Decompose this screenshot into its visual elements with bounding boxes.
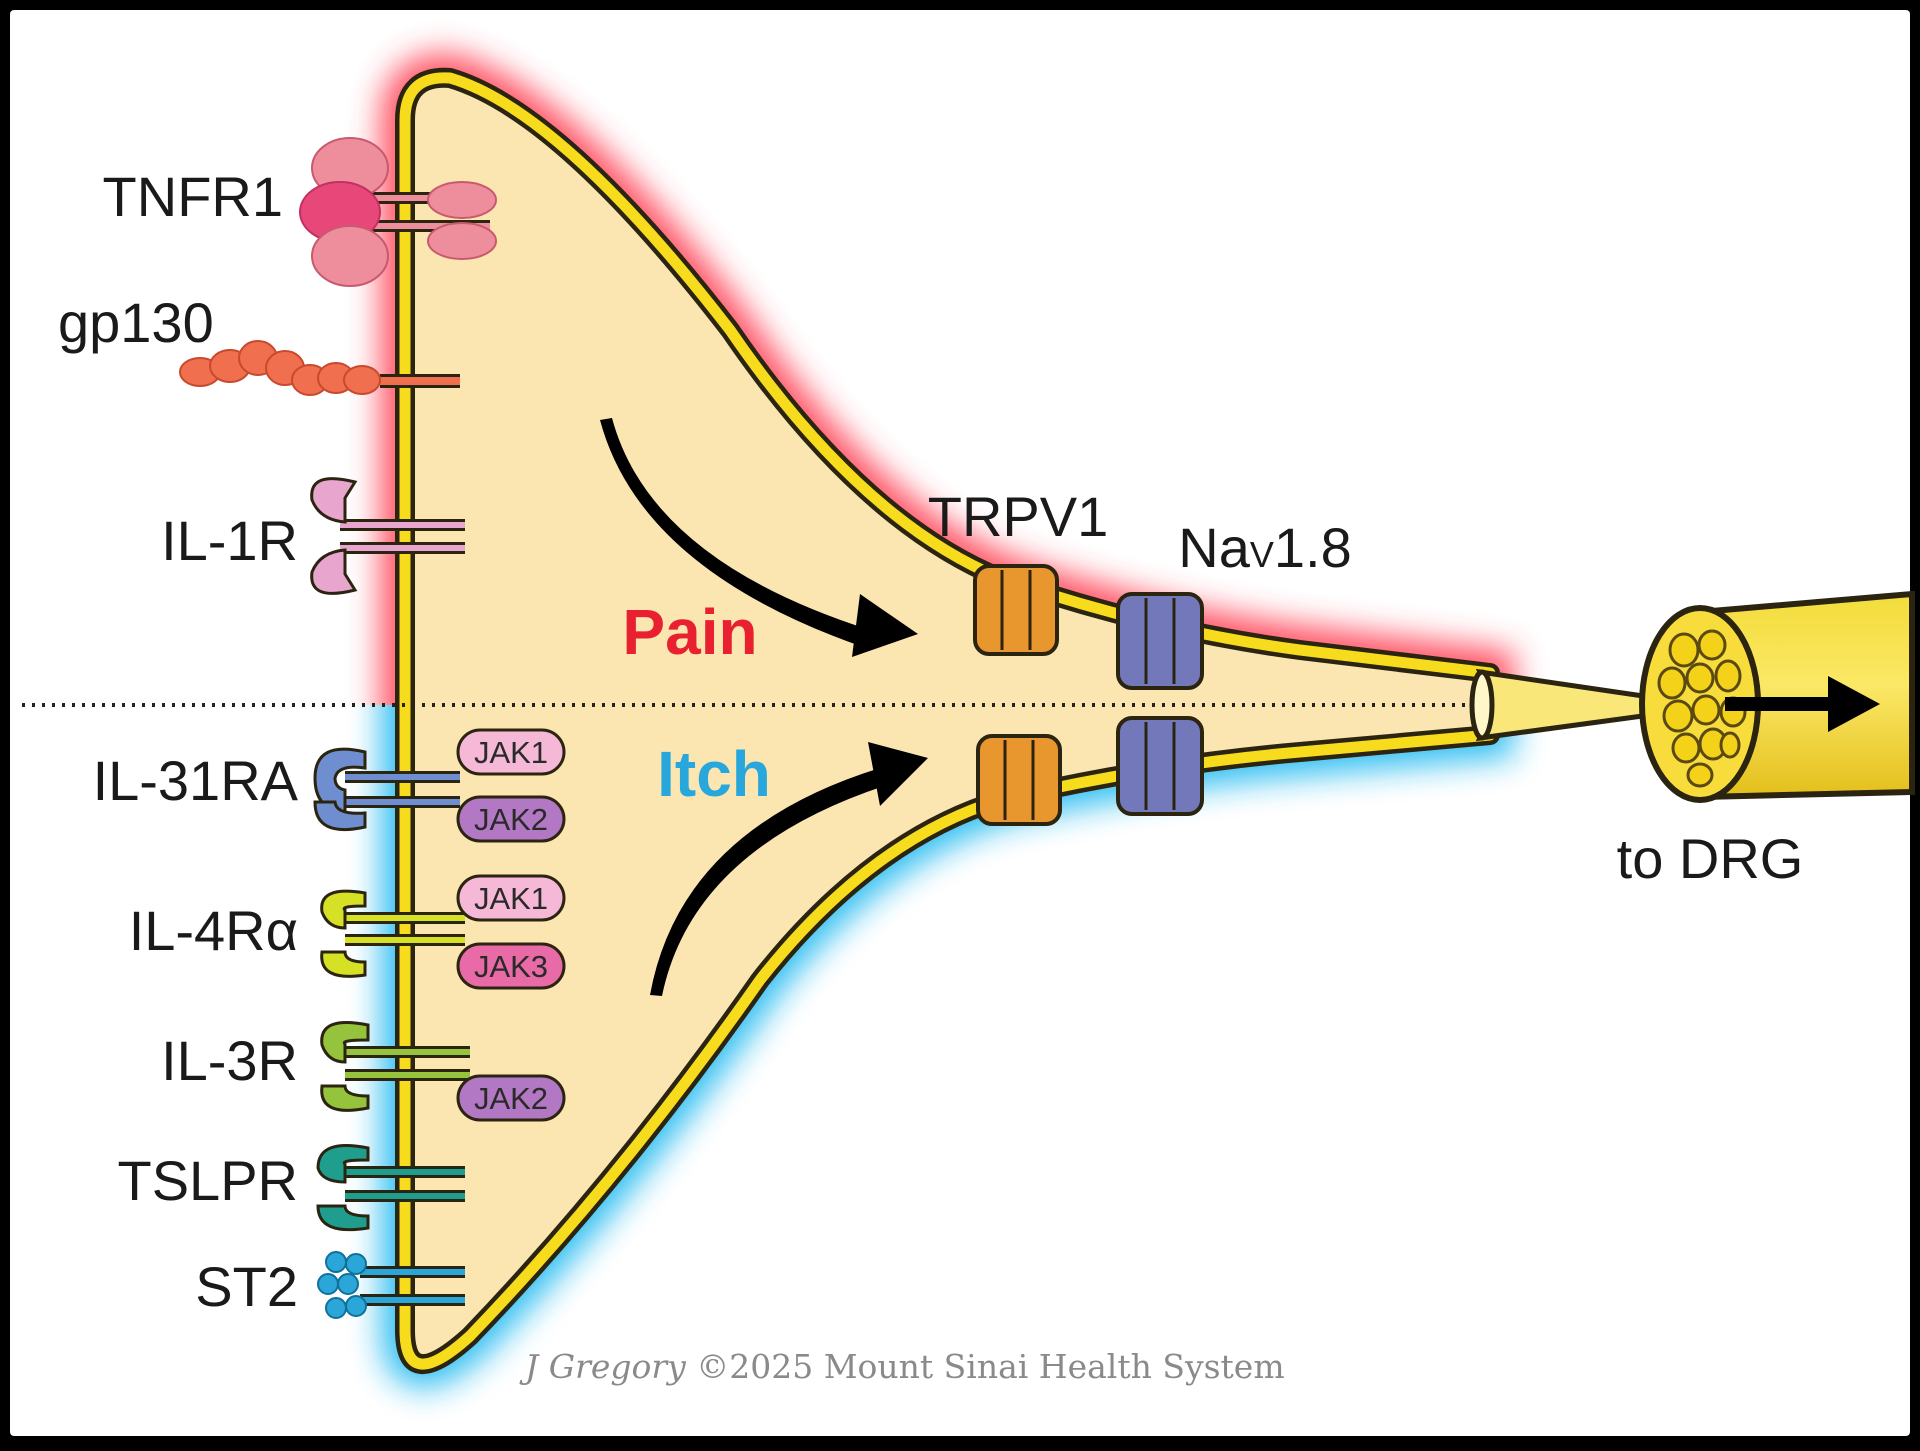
st2-label: ST2 [195, 1255, 298, 1318]
copyright-credit: J Gregory ©2025 Mount Sinai Health Syste… [519, 1347, 1285, 1386]
pain-arrow [600, 418, 918, 657]
trpv1-channel-top [973, 564, 1059, 656]
il1r-label: IL-1R [161, 509, 298, 572]
jak-pill-il4ra-jak1: JAK1 [456, 874, 566, 922]
trpv1-channel-bottom [976, 734, 1062, 826]
trpv1-label: TRPV1 [928, 485, 1109, 548]
nav18-prefix: Na [1178, 516, 1250, 579]
il3r-label: IL-3R [161, 1029, 298, 1092]
il4ra-label: IL-4Rα [129, 899, 298, 962]
jak-label: JAK2 [474, 1081, 548, 1116]
tnfr1-label: TNFR1 [103, 165, 283, 228]
pain-label: Pain [622, 596, 757, 668]
nav18-channel-bottom [1116, 716, 1204, 816]
jak-pill-il31ra-jak2: JAK2 [456, 795, 566, 843]
tslpr-label: TSLPR [118, 1149, 299, 1212]
nav18-channel-top [1116, 592, 1204, 690]
nav18-suffix: 1.8 [1274, 516, 1352, 579]
axon-funnel [1469, 668, 1653, 742]
jak-pill-il4ra-jak3: JAK3 [456, 942, 566, 990]
il3r-receptor [320, 1021, 470, 1112]
il1r-receptor [310, 477, 465, 595]
gp130-label: gp130 [58, 291, 214, 354]
tslpr-receptor [316, 1144, 465, 1232]
tnfr1-receptor [299, 137, 497, 287]
st2-receptor [317, 1251, 465, 1319]
jak-label: JAK1 [474, 735, 548, 770]
itch-label: Itch [657, 738, 771, 810]
axon-label: to DRG [1617, 827, 1804, 890]
jak-label: JAK1 [474, 881, 548, 916]
nav18-subscript: V [1250, 534, 1274, 575]
il4ra-receptor [320, 889, 465, 978]
gp130-receptor [179, 340, 460, 396]
jak-label: JAK3 [474, 949, 548, 984]
axon-bundle [1639, 590, 1915, 803]
jak-label: JAK2 [474, 802, 548, 837]
il31ra-receptor [313, 747, 460, 832]
il31ra-label: IL-31RA [93, 749, 299, 812]
credit-author: J Gregory [519, 1347, 686, 1386]
jak-pill-il31ra-jak1: JAK1 [456, 728, 566, 776]
jak-pill-il3r-jak2: JAK2 [456, 1074, 566, 1122]
credit-rest: ©2025 Mount Sinai Health System [686, 1347, 1285, 1386]
itch-arrow [650, 742, 928, 996]
nav18-label: NaV1.8 [1178, 516, 1351, 579]
